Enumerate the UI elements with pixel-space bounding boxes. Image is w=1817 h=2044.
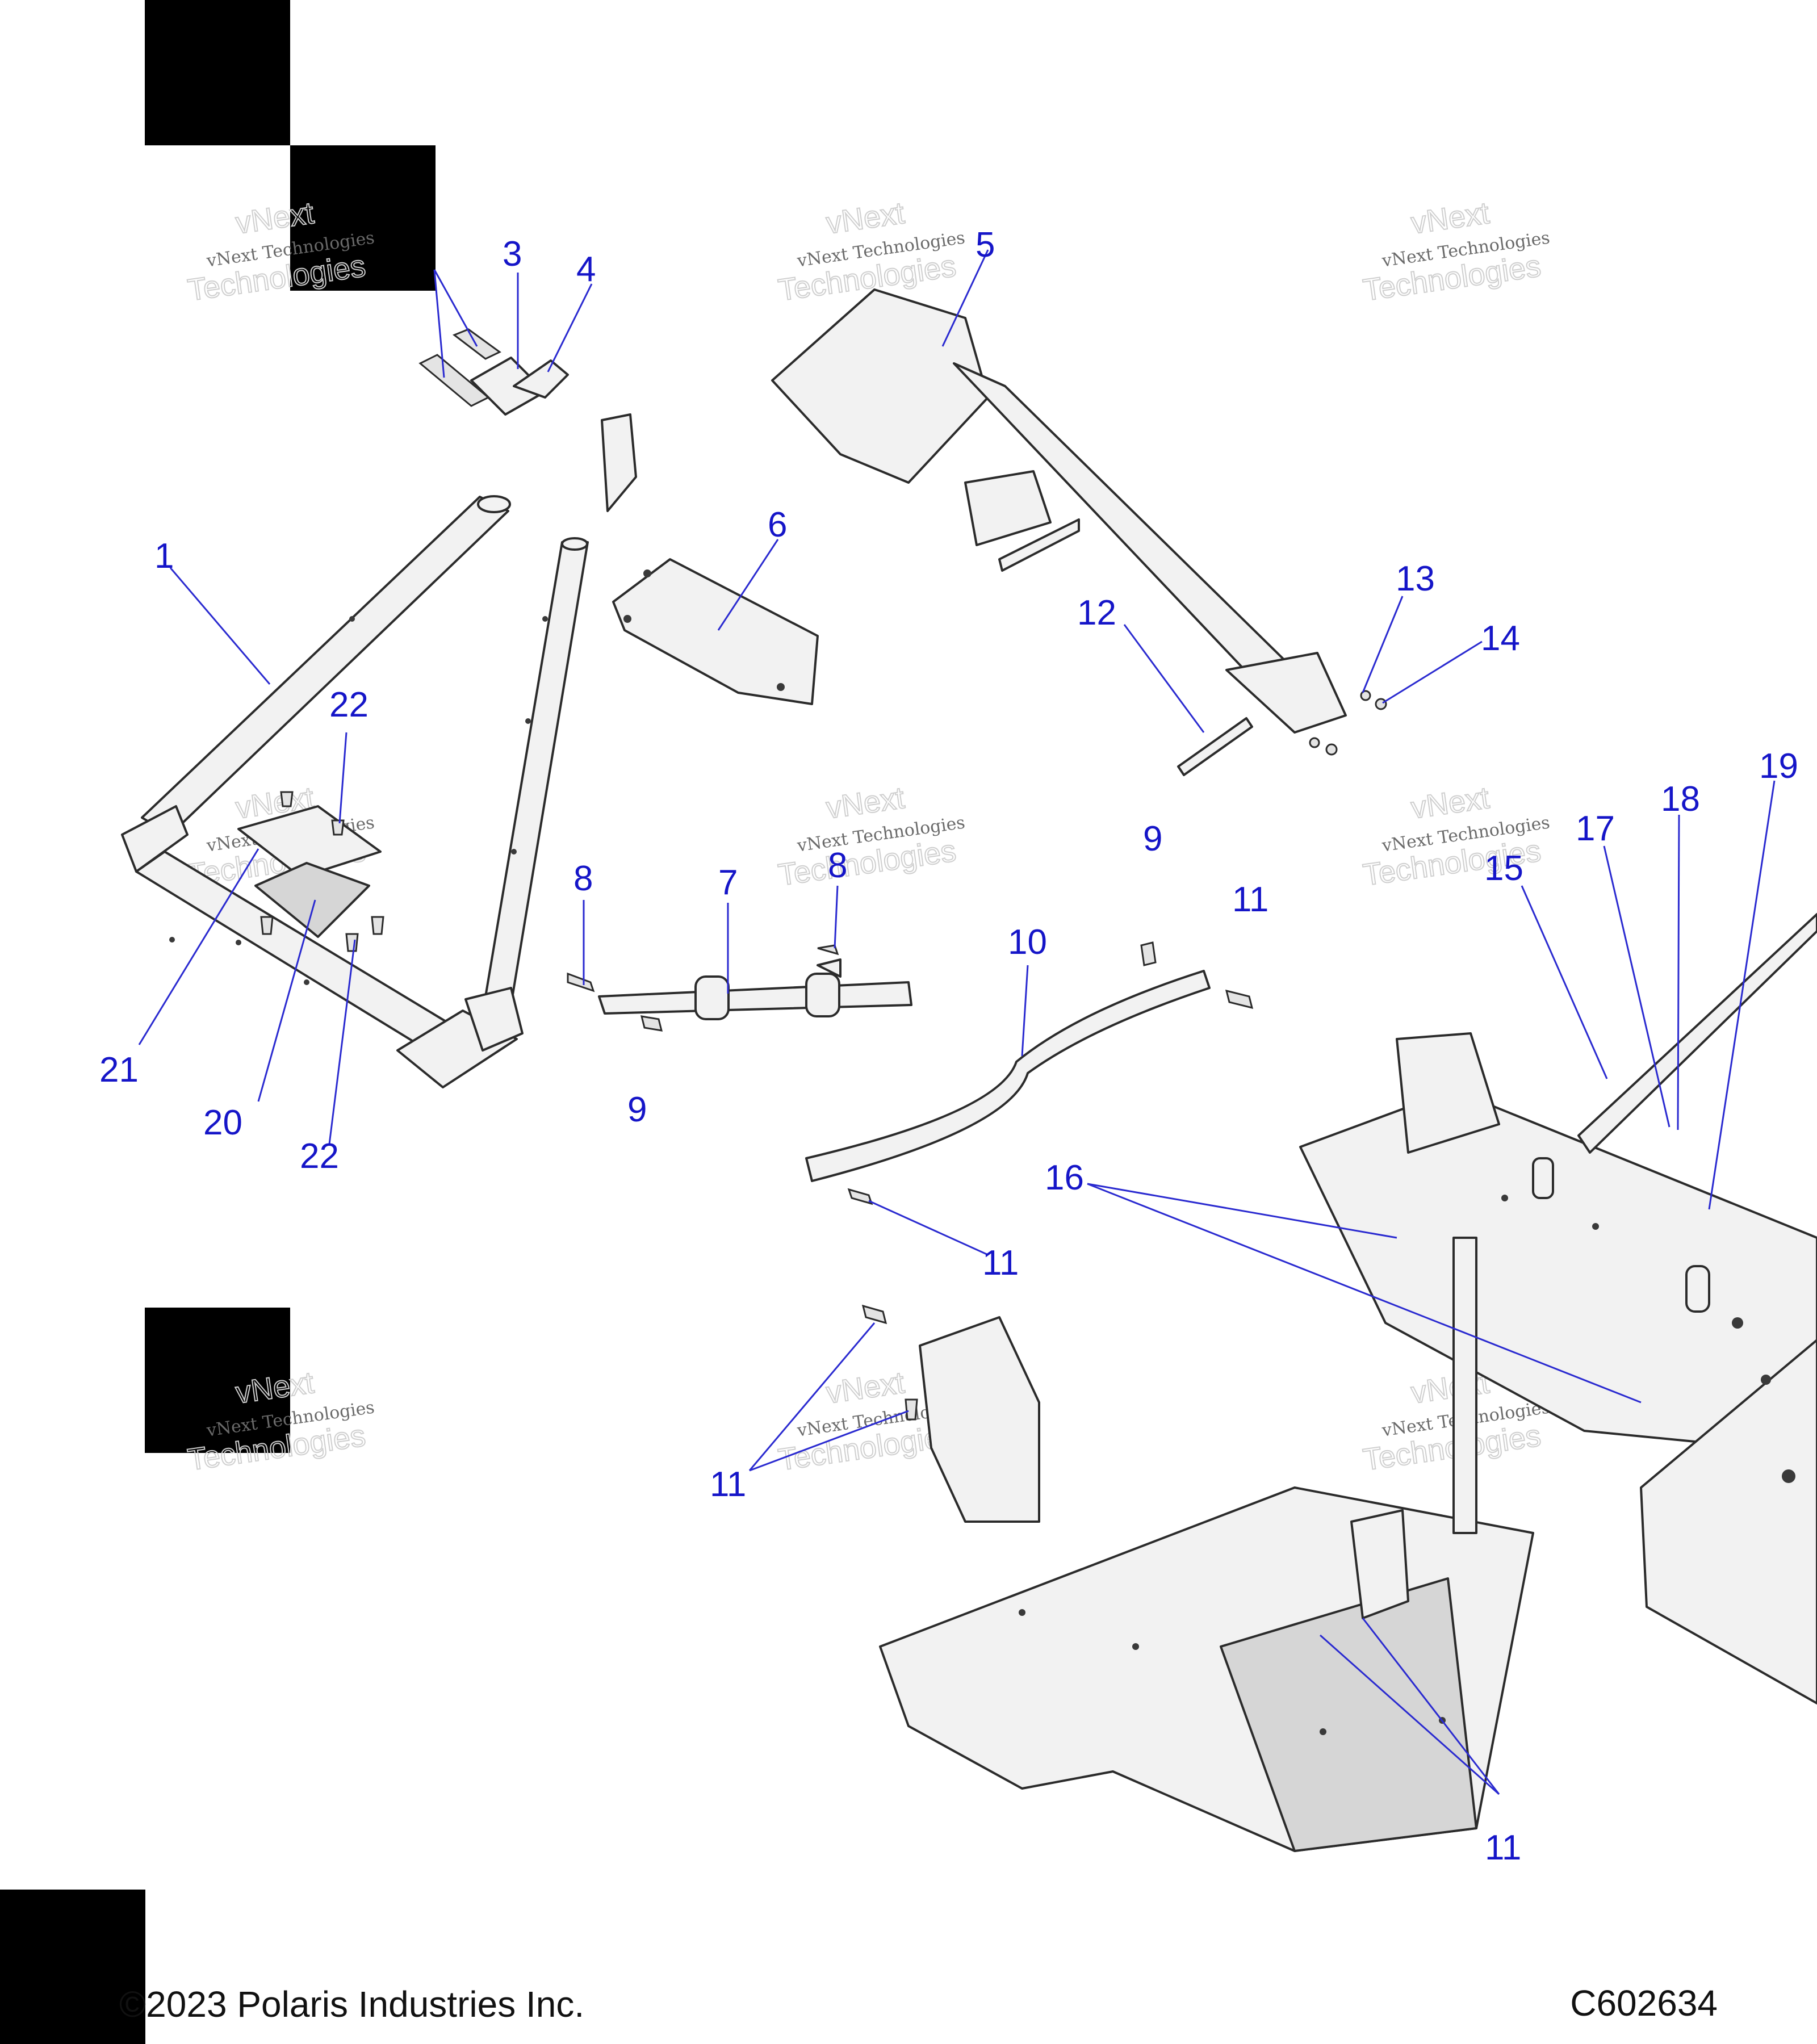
- callout-11d: 11: [1485, 1828, 1521, 1867]
- callout-13: 13: [1396, 559, 1435, 598]
- callout-labels: 1 3 4 5 6 7 8 8 9 9 10 11 11 11 11 12 13…: [99, 225, 1798, 1867]
- part-20-21-bracket: [237, 791, 384, 952]
- part-3-4-bolts-bracket: [418, 328, 569, 416]
- part-12-strap: [1177, 717, 1253, 776]
- callout-18: 18: [1661, 780, 1700, 819]
- watermark-vnext: vNext: [824, 1366, 906, 1410]
- callout-4: 4: [576, 250, 596, 289]
- callout-17: 17: [1576, 809, 1615, 848]
- watermark-vnext: vNext: [824, 781, 906, 826]
- part-7-tie-rod: [567, 944, 912, 1032]
- callout-9a: 9: [1143, 819, 1162, 858]
- diagram-code: C602634: [1570, 1983, 1718, 2024]
- callout-8b: 8: [828, 846, 847, 885]
- part-5-upper-cross-tube: [771, 288, 1347, 734]
- part-1-front-tube-frame: [121, 495, 589, 1088]
- callout-5: 5: [976, 225, 995, 265]
- upright-link: [601, 413, 637, 512]
- leader-lines: [138, 249, 1776, 1795]
- watermark-vnext: vNext: [1409, 781, 1491, 826]
- callout-9b: 9: [627, 1090, 647, 1129]
- callout-22a: 22: [329, 685, 369, 724]
- main-chassis-frame: [879, 913, 1817, 1852]
- part-13-14-washer-nut: [1309, 690, 1387, 756]
- callout-16: 16: [1045, 1158, 1084, 1197]
- callout-21: 21: [99, 1050, 139, 1090]
- watermark: vNext vNext Technologies Technologies: [1360, 195, 1551, 308]
- callout-6: 6: [768, 505, 787, 544]
- redaction-block: [145, 0, 290, 145]
- watermark: vNext vNext Technologies Technologies: [1360, 780, 1551, 893]
- watermark: vNext vNext Technologies Technologies: [776, 195, 966, 308]
- callout-1: 1: [154, 537, 174, 576]
- copyright-text: ©2023 Polaris Industries Inc.: [119, 1984, 584, 2025]
- callout-10: 10: [1008, 923, 1047, 962]
- watermark: vNext vNext Technologies Technologies: [776, 780, 966, 893]
- watermark-vnext: vNext: [1409, 196, 1491, 241]
- callout-3: 3: [503, 234, 522, 274]
- callout-7: 7: [718, 863, 738, 902]
- callout-15: 15: [1484, 849, 1523, 888]
- callout-22b: 22: [300, 1137, 339, 1176]
- callout-11c: 11: [710, 1465, 746, 1504]
- callout-14: 14: [1481, 619, 1520, 658]
- redaction-block: [145, 1308, 290, 1453]
- watermark-vnext: vNext: [824, 196, 906, 241]
- callout-11a: 11: [1232, 880, 1268, 919]
- callout-8a: 8: [573, 859, 593, 898]
- part-10-curved-link: [805, 941, 1254, 1421]
- part-6-bracket-plate: [612, 558, 819, 705]
- redaction-block: [0, 1890, 145, 2044]
- footer: ©2023 Polaris Industries Inc. C602634: [119, 1983, 1718, 2025]
- callout-20: 20: [203, 1103, 242, 1142]
- callout-19: 19: [1759, 747, 1798, 786]
- redaction-block: [290, 145, 436, 291]
- redaction-blocks: [0, 0, 436, 2044]
- callout-12: 12: [1077, 593, 1116, 633]
- callout-11b: 11: [982, 1243, 1019, 1283]
